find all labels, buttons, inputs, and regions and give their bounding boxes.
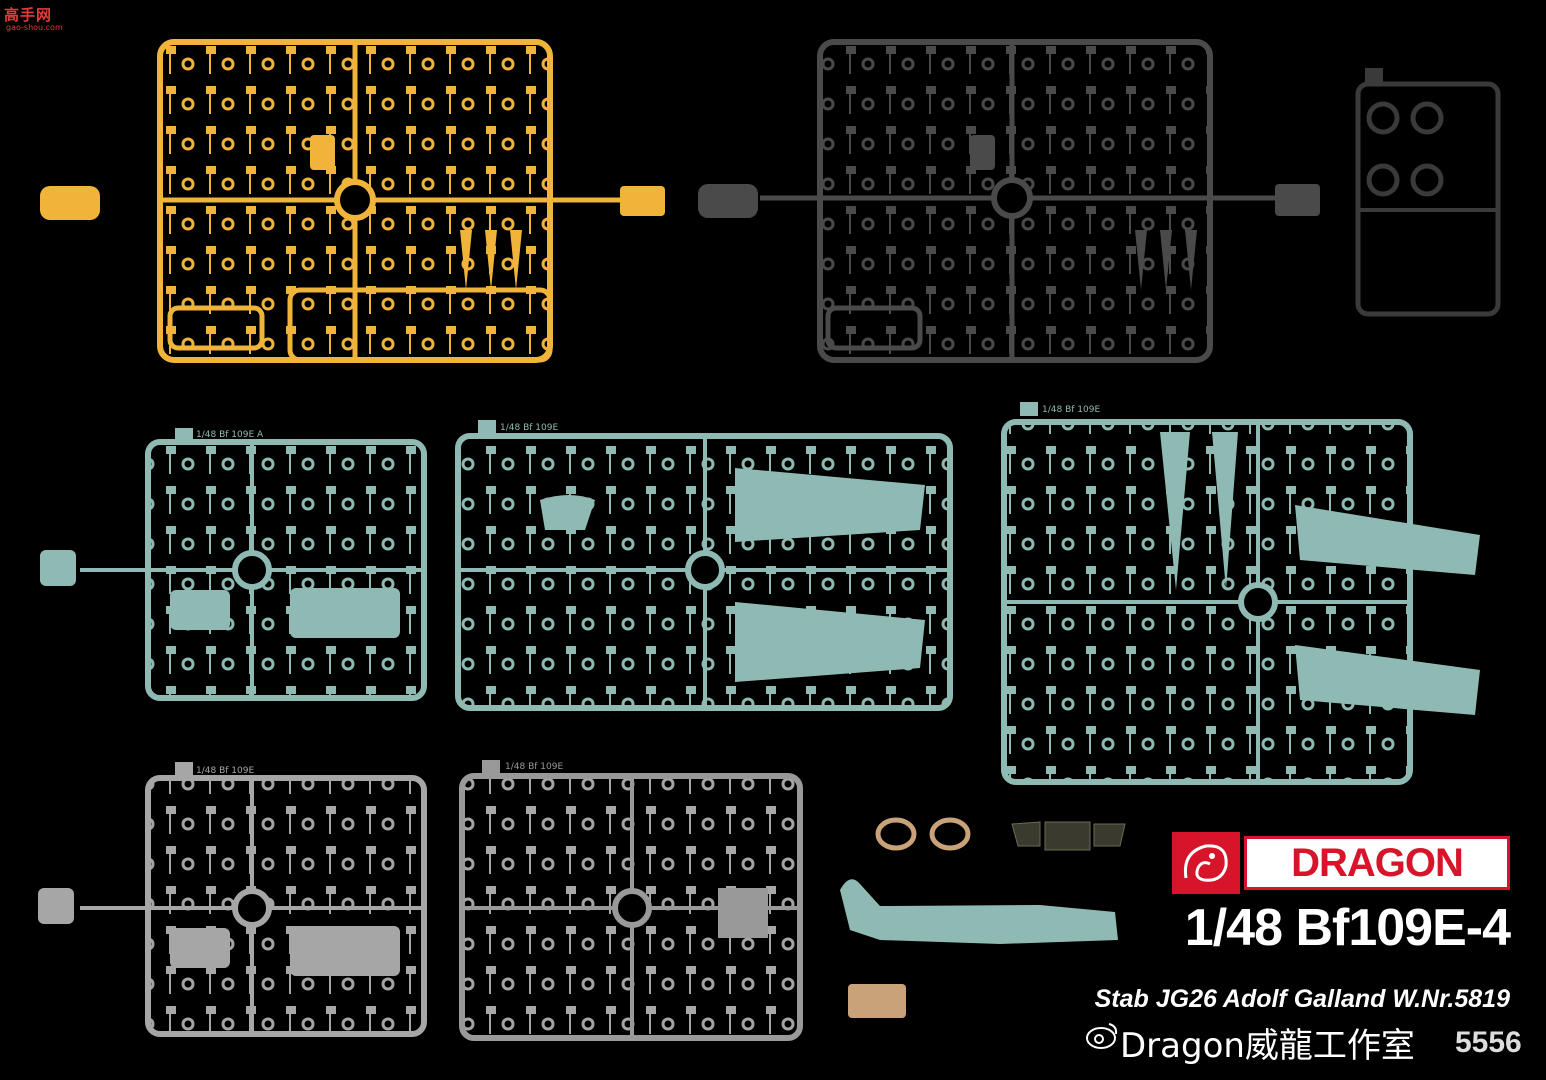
kit-number: 5556 (1455, 1026, 1522, 1059)
social-handle: Dragon威龍工作室 (1120, 1026, 1415, 1066)
sprue-c-label: 1/48 Bf 109E (1042, 405, 1100, 415)
dragon-logo: DRAGON (1172, 832, 1512, 894)
yellow-sprue (40, 39, 665, 363)
watermark-site: 高手网 (4, 6, 53, 24)
sprue-a-bottom-label: 1/48 Bf 109E (196, 766, 254, 776)
sprue-d-label: 1/48 Bf 109E (505, 762, 563, 772)
sprue-a-top (40, 428, 427, 701)
weibo-icon (1086, 1023, 1118, 1049)
product-title: 1/48 Bf109E-4 (1184, 899, 1511, 957)
sprue-a-top-label: 1/48 Bf 109E A (196, 430, 264, 440)
sprue-a-bottom (38, 762, 427, 1037)
watermark-url: gao-shou.com (6, 23, 63, 32)
brand-name-box: DRAGON (1244, 836, 1510, 890)
product-subtitle: Stab JG26 Adolf Galland W.Nr.5819 (1094, 985, 1510, 1013)
small-grey-sprue (1355, 68, 1501, 317)
sprue-b-top-label: 1/48 Bf 109E (500, 423, 558, 433)
resin-parts (840, 817, 1126, 1018)
dragon-emblem-icon (1172, 832, 1240, 894)
sprue-d (459, 760, 803, 1041)
dark-grey-sprue (698, 39, 1320, 363)
watermark: 高手网 gao-shou.com (4, 4, 74, 38)
sprue-b-top (455, 420, 953, 711)
sprue-c (1001, 402, 1480, 785)
brand-name: DRAGON (1291, 841, 1464, 885)
